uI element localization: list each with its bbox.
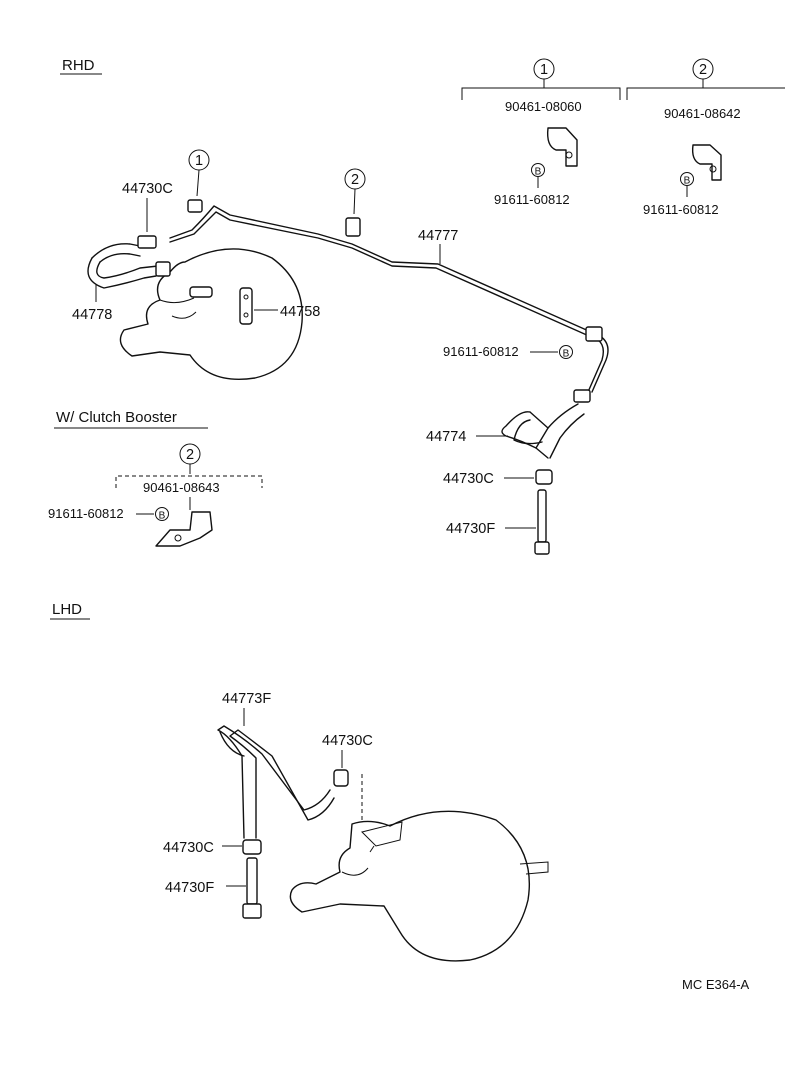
rhd-clip-top-label: 44730C	[122, 181, 173, 197]
rhd-hose-left-label: 44778	[72, 307, 112, 323]
clamp1-bolt-label: 91611-60812	[494, 192, 570, 207]
clamp1-icon	[546, 127, 578, 167]
rhd-vacuum-pipe	[169, 205, 609, 403]
rhd-bolt-right-label: 91611-60812	[443, 344, 519, 359]
rhd-bolt-b-icon	[559, 345, 573, 359]
rhd-booster-part-label: 44758	[280, 304, 320, 320]
clutch-clamp-icon	[155, 511, 213, 547]
lhd-clip-upper	[333, 769, 349, 787]
lhd-clip-lower	[242, 839, 262, 855]
footer-code: MC E364-A	[682, 977, 750, 992]
clamp2-icon	[691, 144, 722, 181]
pipe-clamp-1	[187, 199, 203, 213]
svg-text:B: B	[159, 511, 166, 522]
rhd-union-right	[534, 489, 550, 555]
legend-clamp-1: 1 90461-08060 B 91611-60812	[461, 58, 621, 207]
svg-text:B: B	[535, 167, 542, 178]
svg-text:B: B	[684, 176, 691, 187]
lhd-heading: LHD	[52, 601, 82, 618]
brake-booster	[119, 248, 303, 380]
svg-text:1: 1	[195, 153, 203, 169]
legend-clamp-2: 2 90461-08642 B 91611-60812	[626, 58, 785, 217]
lhd-clip-upper-label: 44730C	[322, 733, 373, 749]
rhd-clip-right	[535, 469, 553, 485]
rhd-hose-right	[501, 403, 585, 459]
svg-text:2: 2	[351, 172, 359, 188]
rhd-heading: RHD	[62, 57, 95, 74]
clamp2-part-label: 90461-08642	[664, 106, 741, 121]
rhd-clip-right-label: 44730C	[443, 471, 494, 487]
lhd-brake-booster	[289, 810, 549, 962]
lhd-hose-label: 44773F	[222, 691, 271, 707]
pipe-clamp-2	[345, 217, 361, 237]
bolt-b-icon-1	[531, 163, 545, 177]
bolt-b-icon-2	[680, 172, 694, 186]
rhd-hose-left	[87, 235, 171, 289]
lhd-union-label: 44730F	[165, 880, 214, 896]
clutch-bolt-b-icon	[155, 507, 169, 521]
svg-text:2: 2	[186, 447, 194, 463]
clamp1-part-label: 90461-08060	[505, 99, 582, 114]
clutch-bolt-label: 91611-60812	[48, 506, 124, 521]
clamp2-bolt-label: 91611-60812	[643, 202, 719, 217]
lhd-clip-lower-label: 44730C	[163, 840, 214, 856]
clutch-clamp-part-label: 90461-08643	[143, 480, 220, 495]
lhd-union	[242, 857, 262, 919]
svg-text:B: B	[563, 349, 570, 360]
callout-2-number: 2	[699, 62, 707, 78]
rhd-union-right-label: 44730F	[446, 521, 495, 537]
callout-1-number: 1	[540, 62, 548, 78]
clutch-booster-heading: W/ Clutch Booster	[56, 409, 177, 426]
rhd-hose-right-label: 44774	[426, 429, 466, 445]
rhd-pipe-label: 44777	[418, 228, 458, 244]
lhd-hose	[217, 725, 335, 839]
